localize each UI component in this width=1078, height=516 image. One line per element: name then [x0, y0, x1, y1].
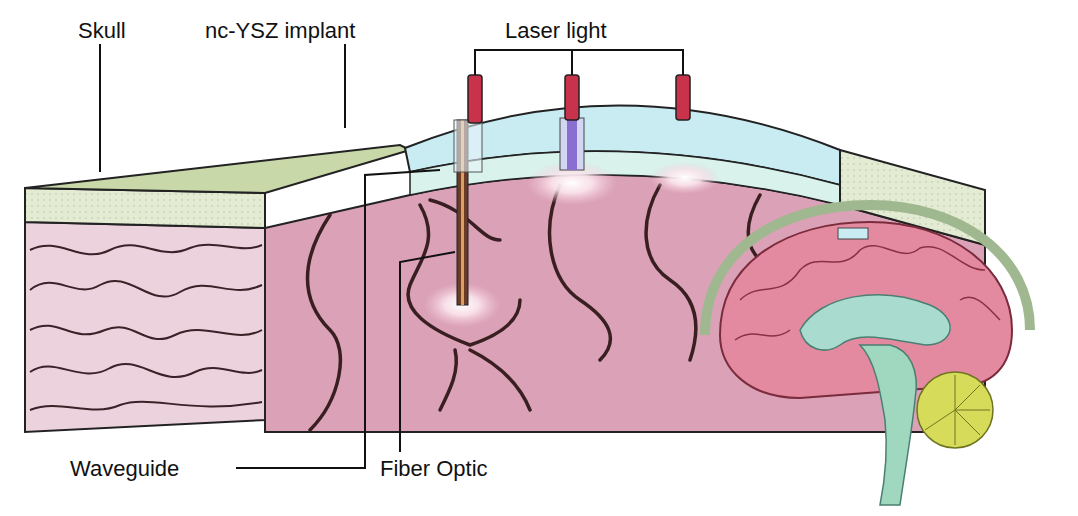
- leader-line: [344, 44, 346, 128]
- inset-gyrus: [740, 246, 985, 300]
- sulcus: [646, 185, 696, 360]
- laser-bracket: [475, 50, 683, 75]
- laser-rod: [468, 75, 482, 123]
- laser-rod: [676, 75, 690, 120]
- gyrus-line: [30, 281, 262, 297]
- leader-line: [99, 44, 101, 172]
- gyrus-line: [30, 245, 262, 255]
- leader-lines: [100, 44, 683, 468]
- inset-brainstem: [860, 345, 916, 505]
- sulcus: [308, 215, 341, 430]
- sulcus: [470, 350, 530, 410]
- inset-cerebellum: [917, 372, 993, 448]
- laser-rod: [565, 75, 579, 120]
- cerebellum-folia: [925, 375, 990, 445]
- folia-line: [955, 375, 956, 410]
- sulcus: [440, 350, 456, 410]
- light-spot: [650, 162, 720, 194]
- part-label: Waveguide: [70, 458, 179, 480]
- inset-gyrus: [960, 297, 1000, 320]
- folia-line: [955, 385, 980, 410]
- part-label: Skull: [78, 20, 126, 42]
- inset-implant: [838, 228, 868, 239]
- inset-gyrus: [735, 330, 790, 340]
- skull-front-face: [25, 188, 265, 228]
- gyrus-line: [30, 402, 262, 410]
- gyrus-line: [30, 326, 262, 339]
- inset-ventricle: [800, 295, 950, 350]
- folia-line: [955, 410, 990, 411]
- part-label: nc-YSZ implant: [205, 20, 355, 42]
- part-label: Laser light: [505, 20, 607, 42]
- leader-line: [236, 170, 440, 468]
- folia-line: [955, 410, 980, 435]
- sulcus: [550, 185, 611, 360]
- folia-line: [955, 410, 956, 445]
- gyri-lines: [30, 245, 262, 410]
- gyrus-line: [30, 364, 262, 377]
- folia-line: [925, 410, 955, 430]
- leader-line: [400, 252, 455, 452]
- fiber-sleeve: [454, 120, 482, 172]
- inset-brain: [720, 222, 1012, 398]
- waveguide: [560, 118, 584, 170]
- skull-top-face: [25, 145, 410, 193]
- part-label: Fiber Optic: [380, 458, 488, 480]
- waveguide-core: [567, 118, 577, 170]
- brain-surface: [25, 222, 265, 432]
